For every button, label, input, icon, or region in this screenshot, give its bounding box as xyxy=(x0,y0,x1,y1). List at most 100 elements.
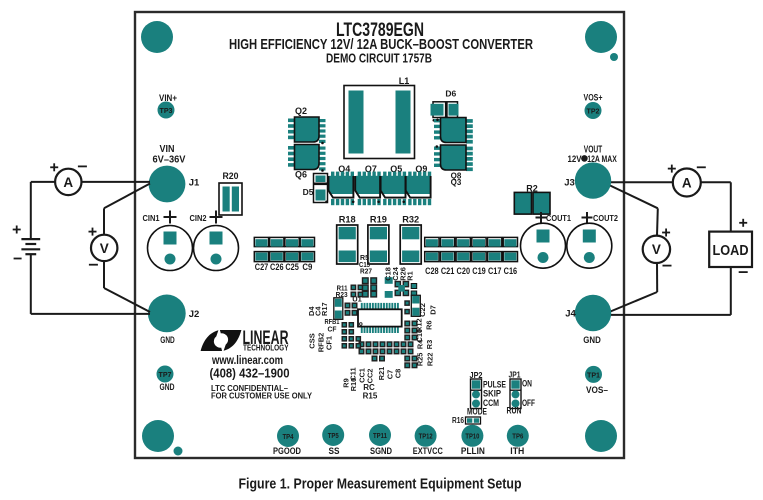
svg-text:FOR CUSTOMER USE ONLY: FOR CUSTOMER USE ONLY xyxy=(211,392,313,401)
svg-text:C28: C28 xyxy=(425,266,439,276)
svg-text:TP6: TP6 xyxy=(512,432,523,441)
svg-text:V: V xyxy=(100,241,109,256)
svg-text:R17: R17 xyxy=(320,302,329,316)
svg-text:C27: C27 xyxy=(255,262,269,272)
svg-text:TP11: TP11 xyxy=(373,431,387,440)
svg-text:J2: J2 xyxy=(189,309,200,320)
svg-text:GND: GND xyxy=(583,335,601,345)
svg-text:C17: C17 xyxy=(488,266,502,276)
svg-text:RC: RC xyxy=(363,383,375,392)
svg-text:(408) 432–1900: (408) 432–1900 xyxy=(210,366,290,381)
svg-text:SS: SS xyxy=(329,446,340,457)
svg-text:JP1: JP1 xyxy=(509,369,521,379)
svg-text:C21: C21 xyxy=(441,266,455,276)
svg-text:CC1: CC1 xyxy=(358,368,367,383)
svg-text:C18: C18 xyxy=(384,267,393,281)
svg-text:R22: R22 xyxy=(426,353,435,367)
svg-text:TECHNOLOGY: TECHNOLOGY xyxy=(243,344,289,353)
svg-text:Q7: Q7 xyxy=(365,164,377,174)
svg-text:VIN+: VIN+ xyxy=(159,93,177,104)
svg-text:GND: GND xyxy=(160,382,175,392)
svg-text:J4: J4 xyxy=(565,309,576,320)
svg-text:C11: C11 xyxy=(349,367,358,380)
svg-text:MODE: MODE xyxy=(467,407,487,417)
svg-text:R12: R12 xyxy=(415,318,424,332)
svg-text:R21: R21 xyxy=(377,367,386,381)
svg-text:R23: R23 xyxy=(336,290,348,299)
svg-text:Q4: Q4 xyxy=(338,164,350,174)
svg-text:Figure 1. Proper Measurement E: Figure 1. Proper Measurement Equipment S… xyxy=(239,477,522,493)
svg-text:TP7: TP7 xyxy=(159,370,172,379)
svg-text:CIN1: CIN1 xyxy=(143,213,160,223)
svg-text:LINEAR: LINEAR xyxy=(243,328,289,349)
svg-text:R32: R32 xyxy=(402,215,419,226)
svg-text:COUT1: COUT1 xyxy=(546,213,571,223)
svg-text:CC2: CC2 xyxy=(366,369,375,384)
svg-text:D6: D6 xyxy=(445,89,456,99)
svg-text:TP5: TP5 xyxy=(328,431,339,440)
svg-text:R20: R20 xyxy=(223,171,239,182)
svg-text:D7: D7 xyxy=(429,305,438,315)
svg-text:RUN: RUN xyxy=(507,406,522,416)
svg-text:D4: D4 xyxy=(307,306,316,316)
svg-text:SKIP: SKIP xyxy=(483,389,501,399)
svg-text:JP2: JP2 xyxy=(470,370,483,380)
svg-text:C16: C16 xyxy=(504,266,518,276)
svg-text:C20: C20 xyxy=(457,266,471,276)
svg-text:LTC3789EGN: LTC3789EGN xyxy=(336,19,424,41)
svg-text:VOUT: VOUT xyxy=(584,145,603,156)
svg-text:CF: CF xyxy=(328,325,337,334)
svg-text:Q2: Q2 xyxy=(295,106,307,116)
svg-text:Q9: Q9 xyxy=(415,164,427,174)
svg-text:ITH: ITH xyxy=(510,446,524,457)
svg-text:J1: J1 xyxy=(189,178,200,189)
svg-text:U1: U1 xyxy=(352,294,362,303)
svg-text:R26: R26 xyxy=(399,267,408,281)
svg-text:DEMO CIRCUIT 1757B: DEMO CIRCUIT 1757B xyxy=(326,52,432,66)
svg-text:R4: R4 xyxy=(415,339,424,349)
svg-text:LOAD: LOAD xyxy=(713,243,749,259)
svg-text:C10: C10 xyxy=(415,329,424,343)
svg-text:CF1: CF1 xyxy=(325,336,334,350)
svg-text:R1: R1 xyxy=(406,271,415,280)
svg-text:A: A xyxy=(682,176,692,191)
svg-text:TP2: TP2 xyxy=(587,107,600,116)
svg-text:Q3: Q3 xyxy=(451,178,462,187)
svg-text:TP1: TP1 xyxy=(587,370,600,379)
svg-text:V: V xyxy=(652,242,661,257)
svg-text:TP10: TP10 xyxy=(465,432,479,441)
svg-text:www.linear.com: www.linear.com xyxy=(211,353,283,367)
svg-text:TP3: TP3 xyxy=(160,106,173,115)
svg-text:COUT2: COUT2 xyxy=(593,213,618,223)
svg-text:C4: C4 xyxy=(314,306,323,316)
svg-text:RFB2: RFB2 xyxy=(317,333,326,353)
svg-text:C9: C9 xyxy=(302,262,312,272)
svg-text:OFF: OFF xyxy=(522,398,535,408)
svg-text:6V–36V: 6V–36V xyxy=(153,155,186,166)
svg-text:GND: GND xyxy=(160,335,175,345)
svg-text:C22: C22 xyxy=(418,303,427,317)
svg-text:R27: R27 xyxy=(360,267,372,276)
svg-text:A: A xyxy=(63,175,73,190)
svg-text:SGND: SGND xyxy=(370,446,392,457)
svg-text:VOS+: VOS+ xyxy=(584,93,603,104)
svg-text:VOS–: VOS– xyxy=(586,385,608,396)
svg-text:Q5: Q5 xyxy=(390,164,402,174)
svg-text:TP4: TP4 xyxy=(283,432,295,441)
svg-text:Q6: Q6 xyxy=(295,170,307,180)
svg-text:C24: C24 xyxy=(391,266,400,280)
svg-text:PGOOD: PGOOD xyxy=(273,446,301,457)
svg-text:C26: C26 xyxy=(270,262,284,272)
svg-text:C19: C19 xyxy=(472,266,486,276)
svg-text:LTC CONFIDENTIAL–: LTC CONFIDENTIAL– xyxy=(211,384,289,393)
svg-text:R9: R9 xyxy=(342,378,351,387)
svg-text:R3: R3 xyxy=(425,340,434,349)
svg-text:R11: R11 xyxy=(337,284,348,293)
svg-text:CSS: CSS xyxy=(308,333,317,348)
svg-text:R19: R19 xyxy=(370,215,387,226)
svg-text:CIN2: CIN2 xyxy=(190,213,207,223)
svg-text:R2: R2 xyxy=(526,184,538,194)
svg-text:C15: C15 xyxy=(359,260,370,269)
svg-text:ON: ON xyxy=(522,378,532,388)
svg-text:HIGH EFFICIENCY 12V/ 12A BUCK–: HIGH EFFICIENCY 12V/ 12A BUCK–BOOST CONV… xyxy=(229,36,533,53)
